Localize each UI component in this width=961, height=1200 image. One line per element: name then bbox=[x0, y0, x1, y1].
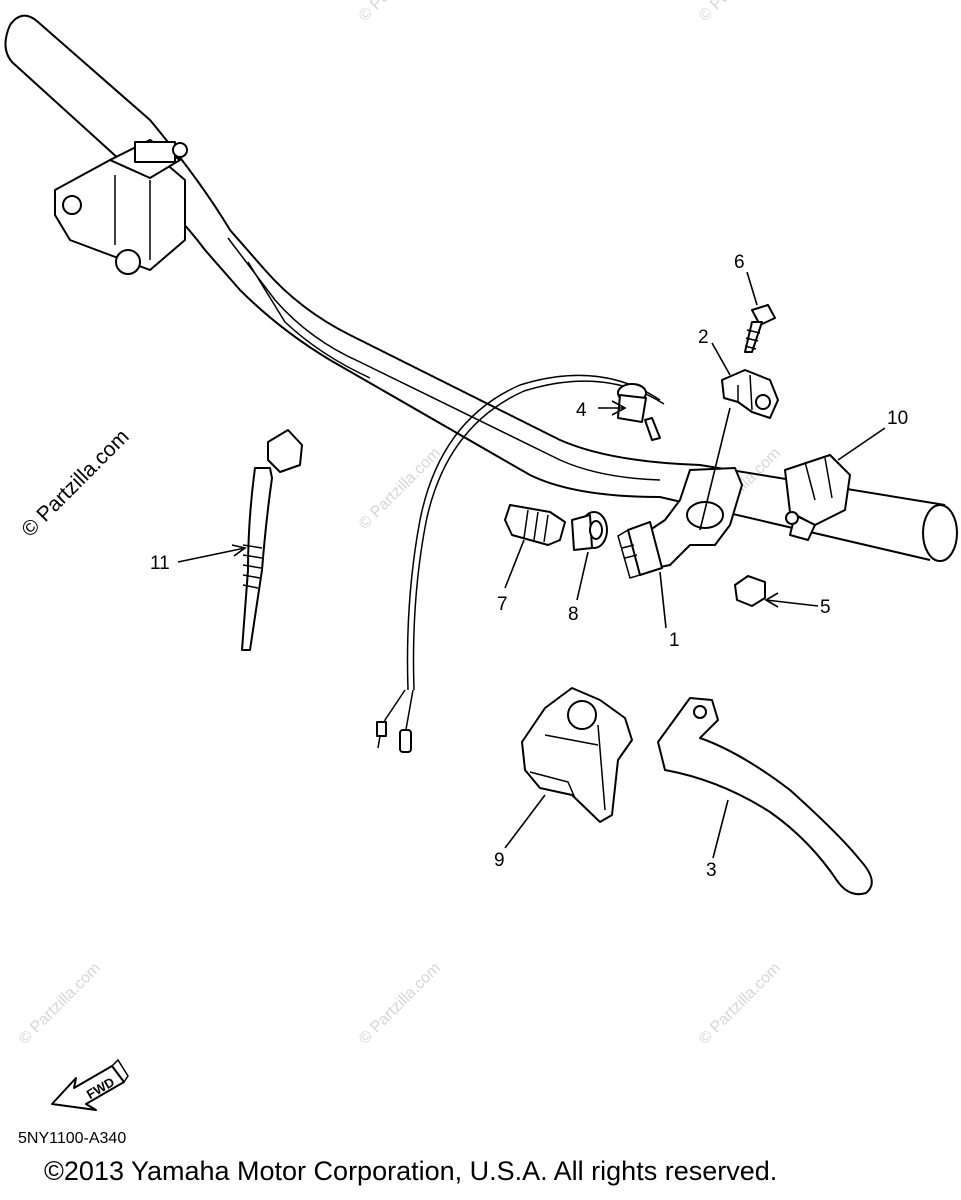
copyright-notice: ©2013 Yamaha Motor Corporation, U.S.A. A… bbox=[44, 1156, 778, 1186]
watermark-text: © Partzilla.com bbox=[696, 0, 784, 25]
fwd-arrow-icon: FWD bbox=[51, 1058, 129, 1111]
watermark-text: © Partzilla.com bbox=[696, 960, 784, 1048]
watermark-text: © Partzilla.com bbox=[356, 960, 444, 1048]
callout-11: 11 bbox=[150, 553, 170, 574]
part-11-cable-tie bbox=[241, 429, 303, 651]
handlebar bbox=[4, 14, 958, 562]
callout-8: 8 bbox=[568, 604, 579, 625]
watermark-text: © Partzilla.com bbox=[16, 960, 104, 1048]
watermark-text: © Partzilla.com bbox=[356, 0, 444, 25]
diagram-code: 5NY1100-A340 bbox=[18, 1130, 127, 1147]
callout-5: 5 bbox=[820, 597, 831, 618]
part-9-lever-cover bbox=[521, 687, 633, 823]
left-brake-assembly bbox=[54, 139, 188, 275]
callout-9: 9 bbox=[494, 850, 505, 871]
watermark-text: © Partzilla.com bbox=[356, 445, 444, 533]
part-4-pivot-bolt bbox=[617, 383, 661, 441]
part-3-lever bbox=[657, 697, 873, 896]
switch-wire bbox=[376, 374, 665, 753]
callout-labels: 1 2 3 4 5 6 7 8 9 10 11 bbox=[150, 252, 908, 881]
part-7-adjuster bbox=[504, 504, 566, 546]
callout-3: 3 bbox=[706, 860, 717, 881]
part-8-locknut bbox=[571, 511, 608, 551]
part-10-switch bbox=[784, 454, 851, 541]
callout-6: 6 bbox=[734, 252, 745, 273]
part-2-clamp bbox=[721, 369, 779, 419]
watermark-main: © Partzilla.com bbox=[17, 425, 133, 541]
callout-7: 7 bbox=[497, 594, 508, 615]
callout-4: 4 bbox=[576, 400, 587, 421]
callout-2: 2 bbox=[698, 327, 709, 348]
callout-1: 1 bbox=[669, 630, 680, 651]
leader-lines bbox=[177, 271, 886, 859]
callout-10: 10 bbox=[887, 408, 908, 429]
part-1-lever-holder bbox=[617, 467, 743, 579]
part-5-nut bbox=[734, 575, 766, 607]
part-6-bolt bbox=[744, 304, 776, 353]
